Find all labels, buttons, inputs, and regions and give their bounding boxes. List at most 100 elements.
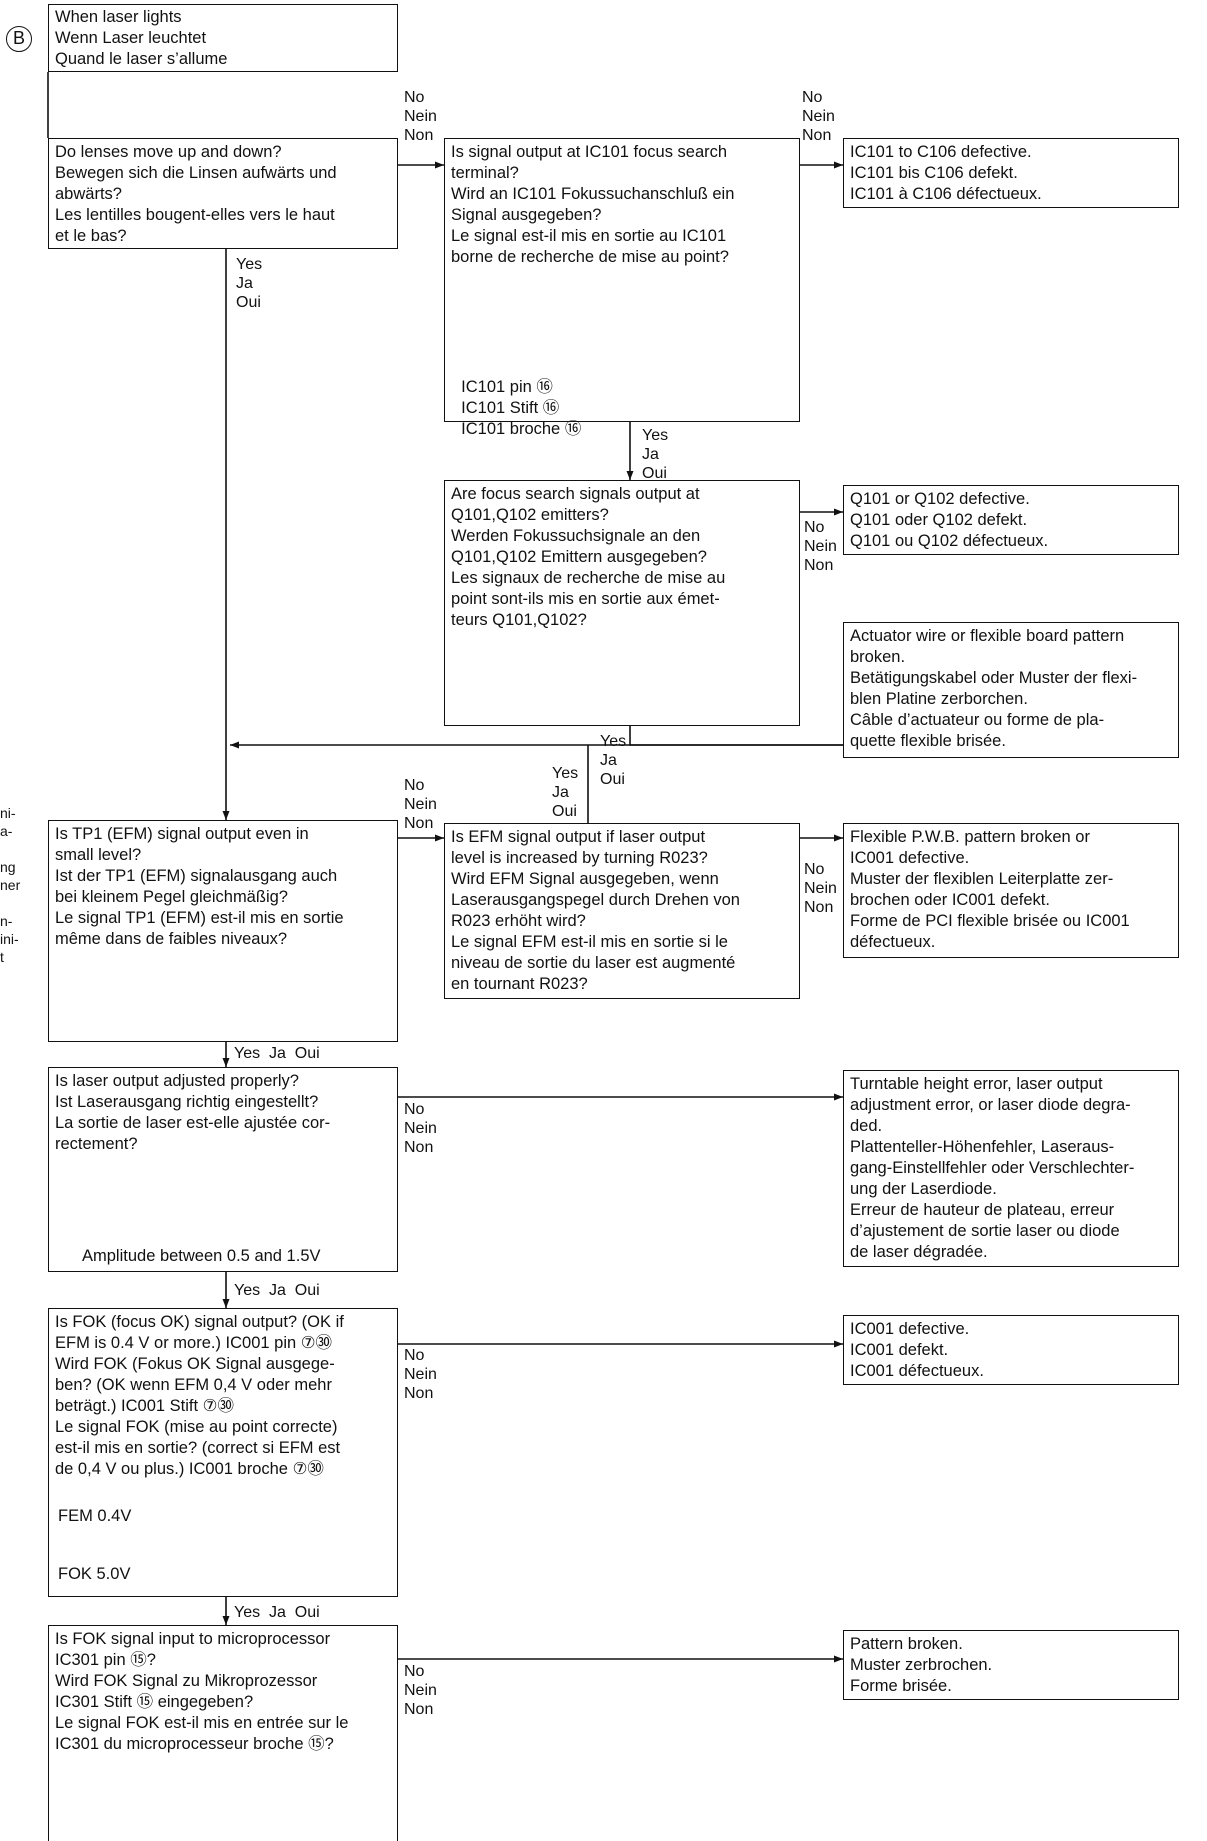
yes-label: Yes Ja Oui bbox=[234, 1604, 320, 1621]
result-text: Pattern broken. bbox=[850, 1635, 963, 1653]
result-text: ded. bbox=[850, 1117, 883, 1135]
question-text: borne de recherche de mise au point? bbox=[451, 248, 729, 266]
result-text: Forme de PCI flexible brisée ou IC001 bbox=[850, 912, 1130, 930]
question-text: Les signaux de recherche de mise au bbox=[451, 569, 726, 587]
question-text: Le signal FOK est-il mis en entrée sur l… bbox=[55, 1714, 349, 1732]
question-text: Le signal FOK (mise au point correcte) bbox=[55, 1418, 338, 1436]
result-text: quette flexible brisée. bbox=[850, 732, 1006, 750]
question-fok-output: Is FOK (focus OK) signal output? (OK if … bbox=[48, 1308, 398, 1597]
question-text: Wird FOK (Fokus OK Signal ausgege- bbox=[55, 1355, 335, 1373]
question-text: Werden Fokussuchsignale an den bbox=[451, 527, 701, 545]
question-laser-adjusted: Is laser output adjusted properly? Ist L… bbox=[48, 1067, 398, 1272]
result-text: IC101 bis C106 defekt. bbox=[850, 164, 1018, 182]
result-text: Betätigungskabel oder Muster der flexi- bbox=[850, 669, 1138, 687]
question-text: est-il mis en sortie? (correct si EFM es… bbox=[55, 1439, 341, 1457]
amplitude-note: Amplitude between 0.5 and 1.5V bbox=[82, 1247, 321, 1265]
result-text: Actuator wire or flexible board pattern bbox=[850, 627, 1125, 645]
pin-label: IC101 broche ⑯ bbox=[461, 420, 582, 438]
connector-emitters-yes bbox=[629, 726, 843, 746]
yes-label: Yes Ja Oui bbox=[234, 1282, 320, 1299]
question-text: Laserausgangspegel durch Drehen von bbox=[451, 891, 740, 909]
question-text: Wird an IC101 Fokussuchanschluß ein bbox=[451, 185, 735, 203]
result-text: gang-Einstellfehler oder Verschlechter- bbox=[850, 1159, 1135, 1177]
section-badge: B bbox=[6, 26, 32, 52]
result-text: Forme brisée. bbox=[850, 1677, 952, 1695]
result-text: IC001 defekt. bbox=[850, 1341, 949, 1359]
question-focus-search-terminal: Is signal output at IC101 focus search t… bbox=[444, 138, 800, 422]
start-line-de: Wenn Laser leuchtet bbox=[55, 29, 207, 47]
question-text: small level? bbox=[55, 846, 142, 864]
result-text: IC001 defective. bbox=[850, 849, 970, 867]
question-text: point sont-ils mis en sortie aux émet- bbox=[451, 590, 720, 608]
result-text: Q101 oder Q102 defekt. bbox=[850, 511, 1028, 529]
question-text: Is signal output at IC101 focus search bbox=[451, 143, 728, 161]
pin-label: IC101 pin ⑯ bbox=[461, 378, 553, 396]
result-flexible-pwb: Flexible P.W.B. pattern broken or IC001 … bbox=[843, 823, 1179, 958]
result-text: broken. bbox=[850, 648, 906, 666]
result-text: défectueux. bbox=[850, 933, 936, 951]
question-text: abwärts? bbox=[55, 185, 122, 203]
result-actuator-broken: Actuator wire or flexible board pattern … bbox=[843, 622, 1179, 758]
fok-label: FOK 5.0V bbox=[58, 1565, 131, 1583]
start-box: When laser lights Wenn Laser leuchtet Qu… bbox=[48, 4, 398, 72]
question-text: teurs Q101,Q102? bbox=[451, 611, 587, 629]
result-text: Flexible P.W.B. pattern broken or bbox=[850, 828, 1090, 846]
question-text: terminal? bbox=[451, 164, 519, 182]
result-ic101-defective: IC101 to C106 defective. IC101 bis C106 … bbox=[843, 138, 1179, 208]
question-text: Is TP1 (EFM) signal output even in bbox=[55, 825, 309, 843]
result-q101-defective: Q101 or Q102 defective. Q101 oder Q102 d… bbox=[843, 485, 1179, 555]
question-text: bei kleinem Pegel gleichmäßig? bbox=[55, 888, 288, 906]
margin-fragments: ni- a- ng ner n- ini- t bbox=[0, 805, 21, 965]
question-text: EFM is 0.4 V or more.) IC001 pin ⑦㉚ bbox=[55, 1334, 333, 1352]
question-text: ben? (OK wenn EFM 0,4 V oder mehr bbox=[55, 1376, 332, 1394]
pin-label: IC101 Stift ⑯ bbox=[461, 399, 560, 417]
question-text: Signal ausgegeben? bbox=[451, 206, 602, 224]
question-text: Le signal EFM est-il mis en sortie si le bbox=[451, 933, 728, 951]
fem-label: FEM 0.4V bbox=[58, 1507, 132, 1525]
question-text: Le signal est-il mis en sortie au IC101 bbox=[451, 227, 727, 245]
result-text: blen Platine zerborchen. bbox=[850, 690, 1028, 708]
result-text: Muster zerbrochen. bbox=[850, 1656, 993, 1674]
question-text: Q101,Q102 emitters? bbox=[451, 506, 609, 524]
start-line-fr: Quand le laser s’allume bbox=[55, 50, 228, 68]
question-text: Ist der TP1 (EFM) signalausgang auch bbox=[55, 867, 338, 885]
question-microprocessor-input: Is FOK signal input to microprocessor IC… bbox=[48, 1625, 398, 1841]
question-text: Les lentilles bougent-elles vers le haut bbox=[55, 206, 335, 224]
result-text: Turntable height error, laser output bbox=[850, 1075, 1103, 1093]
question-tp1-signal: Is TP1 (EFM) signal output even in small… bbox=[48, 820, 398, 1042]
result-pattern-broken: Pattern broken. Muster zerbrochen. Forme… bbox=[843, 1630, 1179, 1700]
result-text: IC001 défectueux. bbox=[850, 1362, 984, 1380]
question-text: La sortie de laser est-elle ajustée cor- bbox=[55, 1114, 331, 1132]
question-text: Le signal TP1 (EFM) est-il mis en sortie bbox=[55, 909, 344, 927]
question-text: rectement? bbox=[55, 1135, 138, 1153]
result-text: de laser dégradée. bbox=[850, 1243, 988, 1261]
question-text: et le bas? bbox=[55, 227, 127, 245]
question-lenses-move: Do lenses move up and down? Bewegen sich… bbox=[48, 138, 398, 249]
start-line-en: When laser lights bbox=[55, 8, 182, 26]
result-text: IC101 à C106 défectueux. bbox=[850, 185, 1042, 203]
question-text: level is increased by turning R023? bbox=[451, 849, 708, 867]
result-text: IC101 to C106 defective. bbox=[850, 143, 1032, 161]
result-text: Q101 ou Q102 défectueux. bbox=[850, 532, 1049, 550]
result-text: Erreur de hauteur de plateau, erreur bbox=[850, 1201, 1115, 1219]
question-text: Is EFM signal output if laser output bbox=[451, 828, 706, 846]
result-text: ung der Laserdiode. bbox=[850, 1180, 997, 1198]
question-text: de 0,4 V ou plus.) IC001 broche ⑦㉚ bbox=[55, 1460, 324, 1478]
question-text: Wird EFM Signal ausgegeben, wenn bbox=[451, 870, 719, 888]
question-text: Do lenses move up and down? bbox=[55, 143, 282, 161]
question-text: Are focus search signals output at bbox=[451, 485, 700, 503]
result-text: Muster der flexiblen Leiterplatte zer- bbox=[850, 870, 1114, 888]
result-text: brochen oder IC001 defekt. bbox=[850, 891, 1050, 909]
question-text: Is FOK signal input to microprocessor bbox=[55, 1630, 331, 1648]
question-r023: Is EFM signal output if laser output lev… bbox=[444, 823, 800, 999]
question-text: Wird FOK Signal zu Mikroprozessor bbox=[55, 1672, 318, 1690]
result-text: Q101 or Q102 defective. bbox=[850, 490, 1030, 508]
question-text: R023 erhöht wird? bbox=[451, 912, 586, 930]
ic101-pin-labels: IC101 pin ⑯ IC101 Stift ⑯ IC101 broche ⑯ bbox=[452, 356, 581, 440]
